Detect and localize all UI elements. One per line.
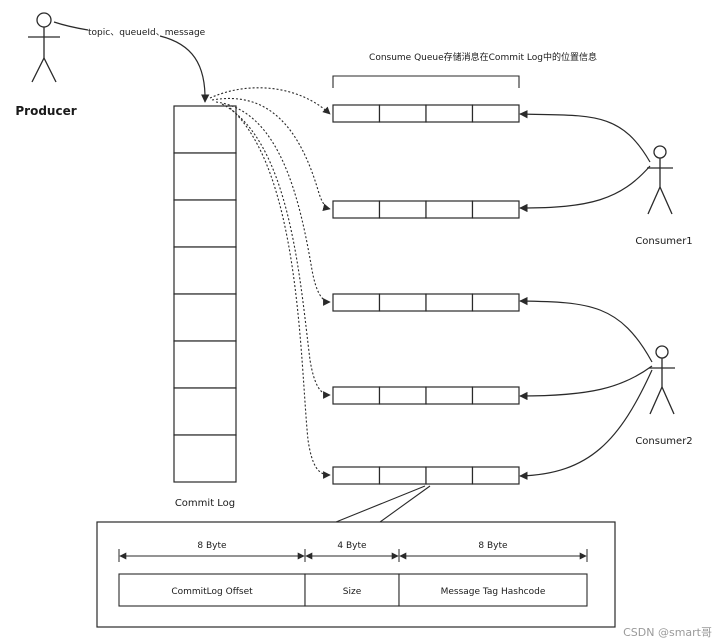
queue-cell <box>425 293 474 312</box>
queue-cell <box>378 293 427 312</box>
queue-cell <box>425 386 474 405</box>
field-box-size <box>304 573 400 607</box>
commit-log-cell <box>173 434 237 483</box>
consumer1-to-queue1-arrow <box>519 110 651 163</box>
queue-cell <box>332 200 381 219</box>
consumer2-label: Consumer2 <box>635 436 692 447</box>
consumer1-to-queue2-arrow <box>519 165 651 213</box>
commit-log-cell <box>173 246 237 295</box>
commit-log-cell <box>173 199 237 248</box>
field-size-hashcode: 8 Byte <box>478 541 508 551</box>
producer-to-commitlog-arrow <box>159 35 210 103</box>
queue-cell <box>425 104 474 123</box>
consumer1-figure <box>647 145 673 215</box>
commit-log-cell <box>173 293 237 342</box>
commit-log-cell <box>173 340 237 389</box>
pointer-curve <box>211 98 331 212</box>
consume-queue-label: Consume Queue存储消息在Commit Log中的位置信息 <box>369 51 597 63</box>
format-callout-lines <box>335 485 431 523</box>
watermark: CSDN @smart哥 <box>623 626 712 639</box>
queue-cell <box>425 200 474 219</box>
pointer-curve <box>229 107 331 479</box>
queue-cell <box>471 293 520 312</box>
dimension-lines <box>118 549 588 562</box>
queue-cell <box>378 386 427 405</box>
field-name-size: Size <box>343 587 362 597</box>
commit-log-cell <box>173 152 237 201</box>
queue-cell <box>471 104 520 123</box>
producer-figure <box>28 12 60 83</box>
pointer-curve <box>209 87 331 115</box>
queue-cell <box>332 386 381 405</box>
queue-cell <box>378 466 427 485</box>
producer-to-label-line <box>53 21 89 31</box>
queue-cell <box>471 386 520 405</box>
pointer-curve <box>221 103 331 399</box>
field-size-offset: 8 Byte <box>197 541 227 551</box>
commitlog-to-queue-pointers <box>209 87 331 479</box>
field-name-offset: CommitLog Offset <box>171 587 253 597</box>
consume-queue-brace <box>332 75 520 88</box>
queue-cell <box>332 293 381 312</box>
queue-cell <box>471 466 520 485</box>
commit-log-column <box>173 105 237 483</box>
commit-log-label: Commit Log <box>175 498 235 509</box>
queue-cell <box>471 200 520 219</box>
consume-queues <box>332 104 520 485</box>
field-box-hashcode <box>398 573 588 607</box>
queue-cell <box>378 200 427 219</box>
producer-label: Producer <box>15 104 76 118</box>
queue-cell <box>332 104 381 123</box>
message-label: topic、queueId、message <box>88 28 206 38</box>
pointer-curve <box>215 101 331 306</box>
commit-log-cell <box>173 105 237 154</box>
consumer-arrows <box>519 110 653 480</box>
consumer1-label: Consumer1 <box>635 236 692 247</box>
field-name-hashcode: Message Tag Hashcode <box>441 587 546 597</box>
field-box-offset <box>118 573 306 607</box>
queue-cell <box>332 466 381 485</box>
consumer2-to-queue3-arrow <box>519 296 653 363</box>
queue-cell <box>378 104 427 123</box>
consumer2-figure <box>649 345 675 415</box>
commit-log-cell <box>173 387 237 436</box>
queue-cell <box>425 466 474 485</box>
field-size-size: 4 Byte <box>337 541 367 551</box>
consumer2-to-queue4-arrow <box>519 365 653 401</box>
consumer2-to-queue5-arrow <box>519 369 653 480</box>
